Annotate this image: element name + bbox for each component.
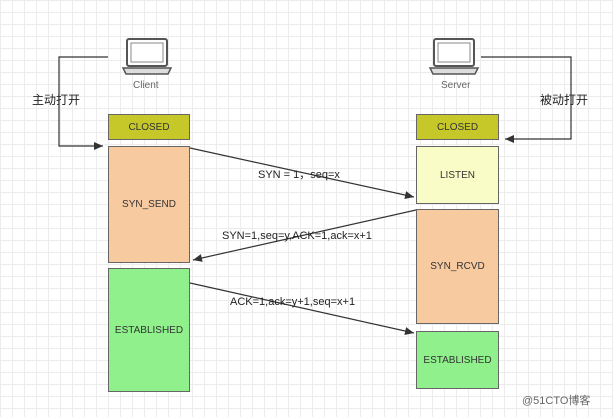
server-label: Server: [441, 80, 471, 91]
server-listen-state: LISTEN: [416, 146, 499, 204]
client-label: Client: [133, 80, 159, 91]
server-laptop-icon: [428, 38, 480, 75]
syn-message-label: SYN = 1，seq=x: [258, 169, 340, 181]
ack-message-label: ACK=1,ack=y+1,seq=x+1: [230, 296, 356, 308]
watermark: @51CTO博客: [522, 395, 591, 407]
server-closed-state: CLOSED: [416, 114, 499, 140]
syn-ack-arrow: [192, 209, 417, 262]
active-open-label: 主动打开: [32, 93, 81, 107]
client-syn-send-state: SYN_SEND: [108, 146, 190, 263]
server-established-state: ESTABLISHED: [416, 331, 499, 389]
active-open-line: [58, 56, 108, 150]
client-established-state: ESTABLISHED: [108, 268, 190, 392]
syn-ack-message-label: SYN=1,seq=y,ACK=1,ack=x+1: [222, 230, 372, 242]
passive-open-line: [481, 56, 572, 143]
syn-arrow: [189, 147, 415, 199]
client-closed-state: CLOSED: [108, 114, 190, 140]
ack-arrow: [189, 282, 415, 335]
server-syn-rcvd-state: SYN_RCVD: [416, 209, 499, 324]
passive-open-label: 被动打开: [540, 93, 589, 107]
client-laptop-icon: [121, 38, 173, 75]
